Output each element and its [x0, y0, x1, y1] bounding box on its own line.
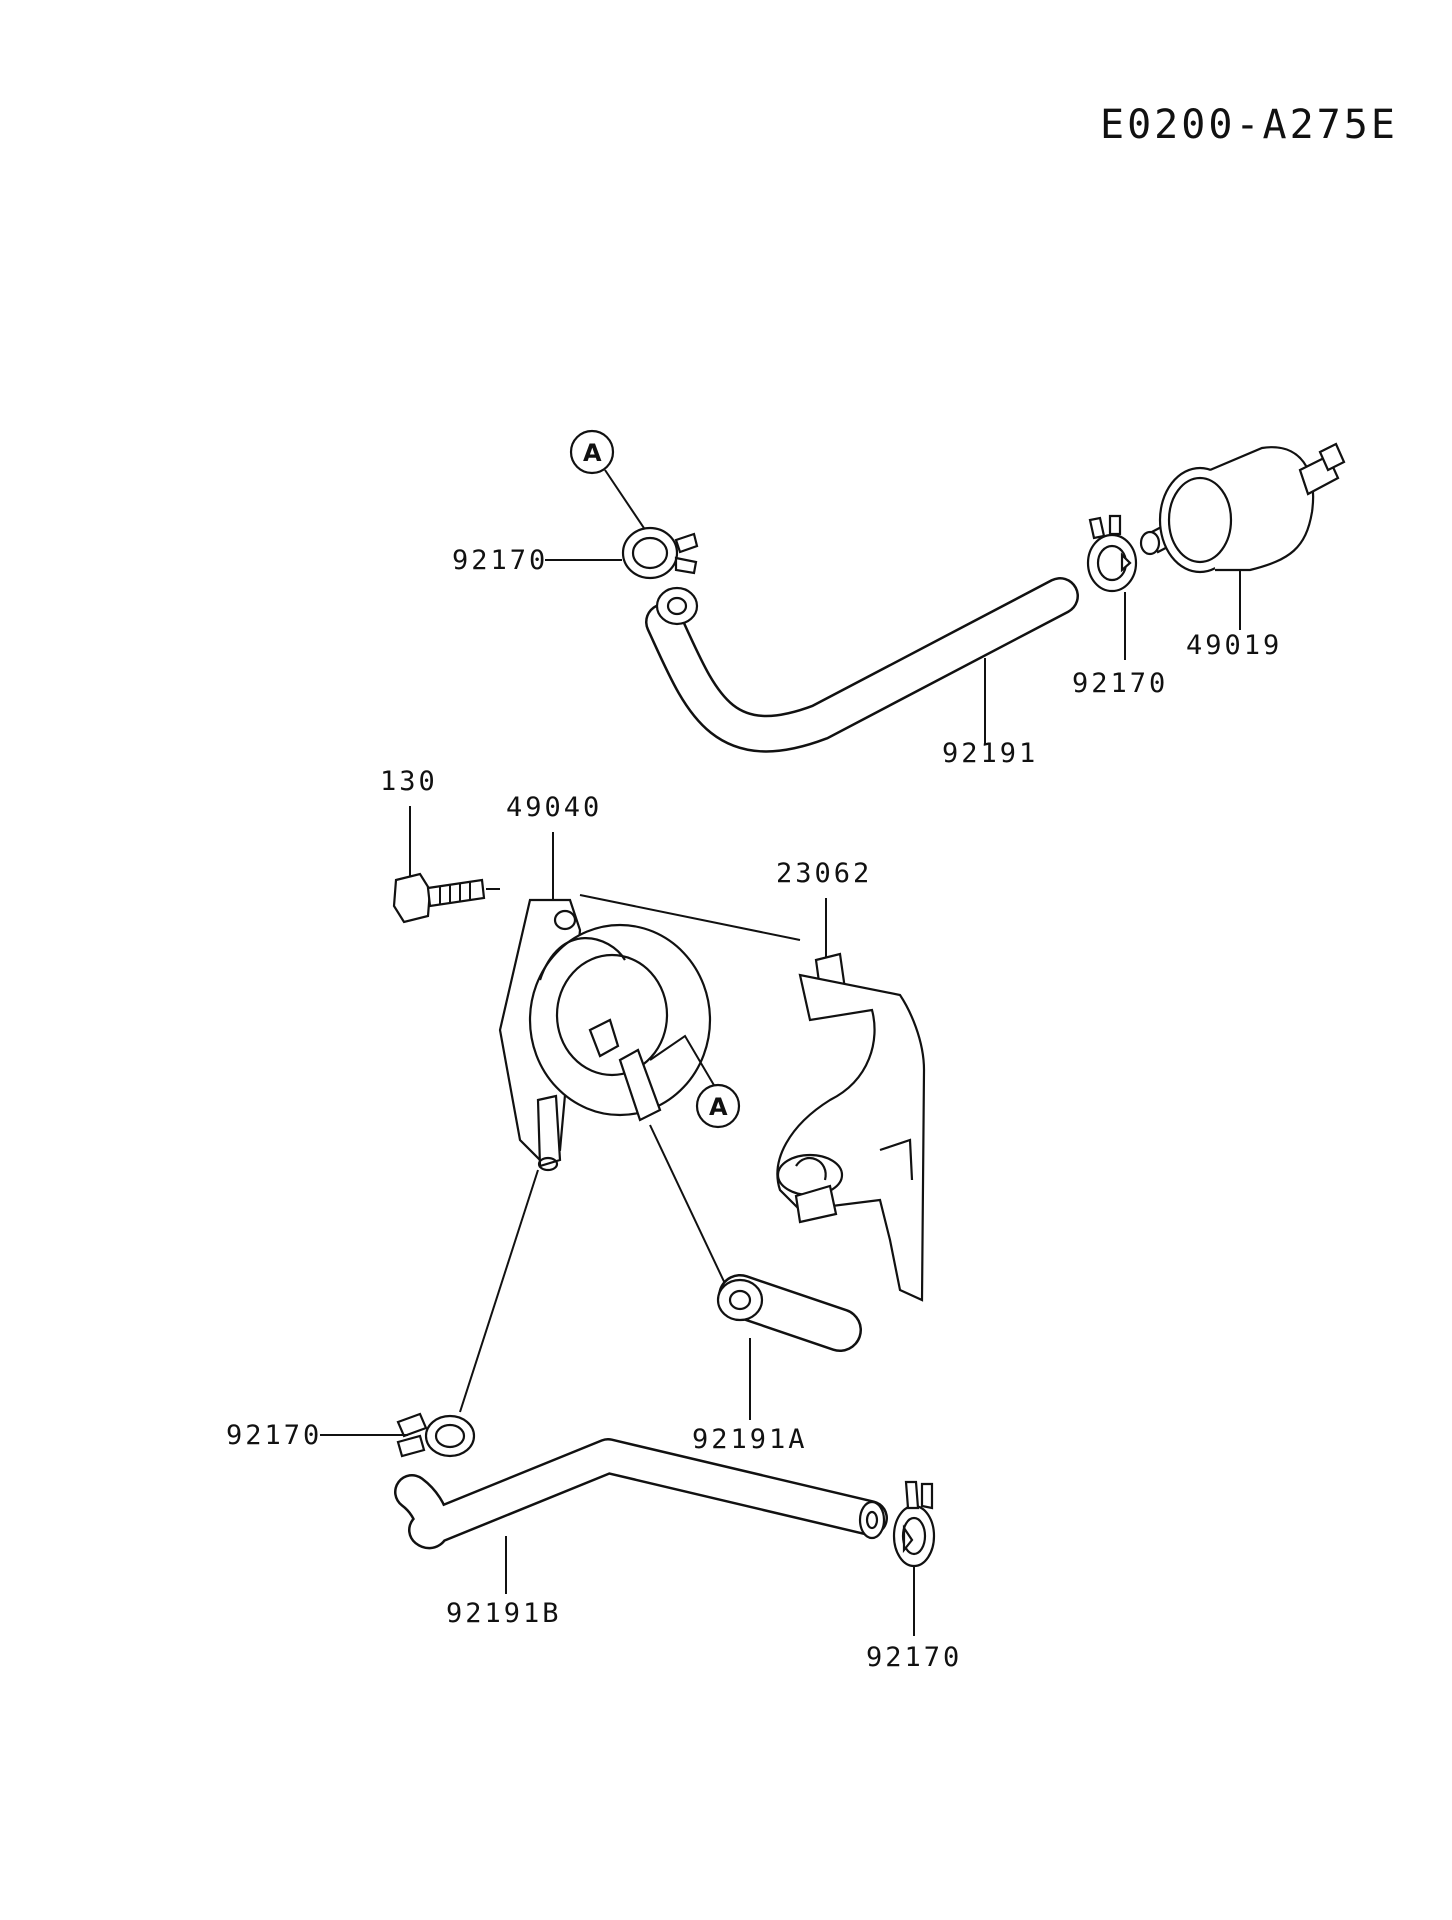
- label-clamp-bottom-right: 92170: [866, 1642, 962, 1673]
- bracket-part: [776, 952, 926, 1302]
- leader-pump-to-hose-a: [649, 1124, 729, 1291]
- clamp-bottom-left-part: [396, 1412, 476, 1458]
- bolt-part: [392, 872, 500, 924]
- clamp-top-right-part: [1086, 514, 1138, 593]
- fuel-filter-part: [1139, 436, 1346, 574]
- label-hose-b: 92191B: [446, 1598, 562, 1629]
- label-hose-top: 92191: [942, 738, 1038, 769]
- clamp-top-left-part: [621, 526, 699, 580]
- leader-pump-to-clamp: [459, 1169, 539, 1413]
- callout-a-middle-letter: A: [709, 1093, 728, 1121]
- label-fuel-filter: 49019: [1186, 630, 1282, 661]
- callout-a-middle: A: [649, 1034, 741, 1129]
- callout-a-top-letter: A: [583, 439, 602, 467]
- hose-b-part: [394, 1438, 888, 1550]
- label-clamp-bottom-left: 92170: [226, 1420, 322, 1451]
- clamp-bottom-right-part: [892, 1480, 936, 1568]
- label-bolt: 130: [380, 766, 438, 797]
- label-clamp-top-right: 92170: [1072, 668, 1168, 699]
- label-bracket: 23062: [776, 858, 872, 889]
- hose-a-part: [716, 1274, 862, 1352]
- label-fuel-pump: 49040: [506, 792, 602, 823]
- hose-top-part: [645, 577, 1079, 753]
- label-hose-a: 92191A: [692, 1424, 808, 1455]
- leader-pump-to-bracket: [579, 894, 801, 941]
- label-clamp-top-left: 92170: [452, 545, 548, 576]
- diagram-code: E0200-A275E: [1100, 102, 1398, 148]
- fuel-pump-part: [498, 898, 712, 1172]
